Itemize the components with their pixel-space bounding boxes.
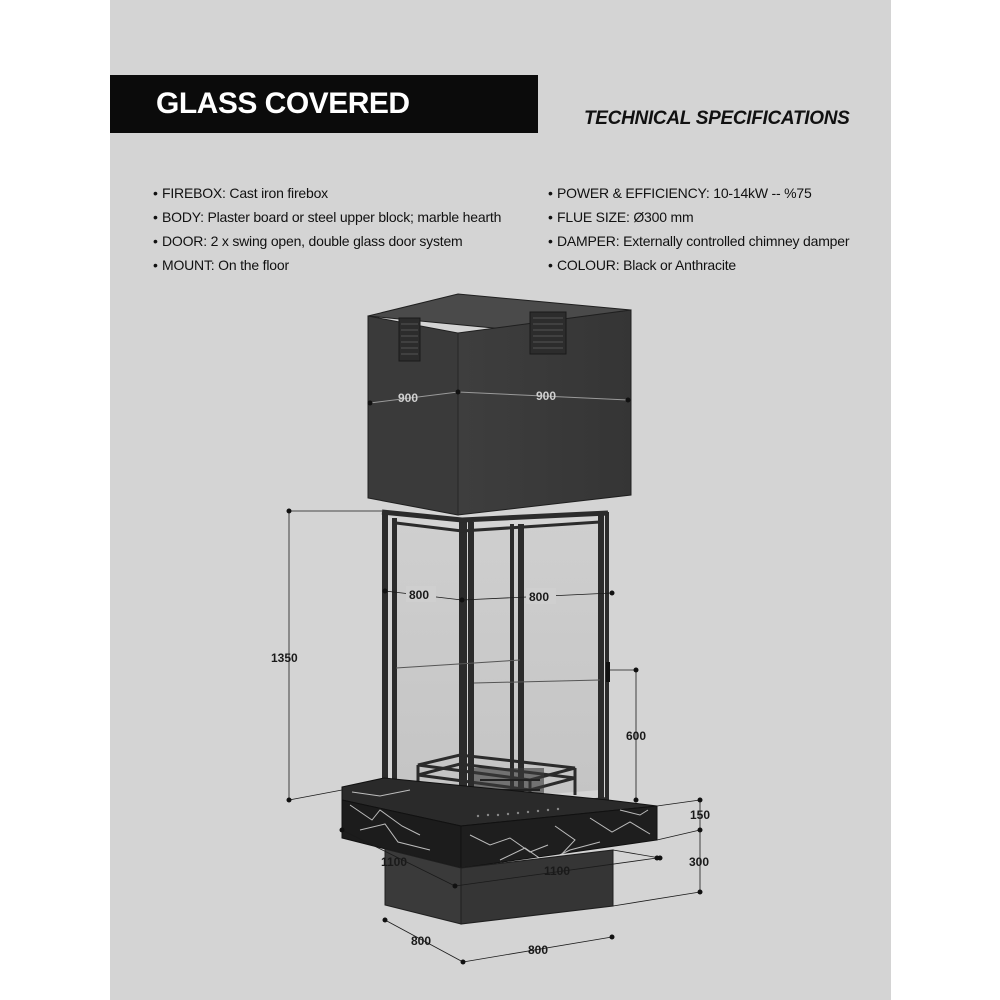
dim-glass-left: 800 <box>409 588 429 602</box>
vent-grille-icon <box>529 311 567 355</box>
dimension-points <box>286 508 703 965</box>
bullet-icon: • <box>548 257 553 273</box>
bullet-icon: • <box>548 233 553 249</box>
bullet-icon: • <box>548 185 553 201</box>
page-title: GLASS COVERED <box>156 87 410 120</box>
dim-hearth-thickness: 150 <box>690 808 710 822</box>
dim-base-right: 800 <box>528 943 548 957</box>
spec-damper: •DAMPER: Externally controlled chimney d… <box>548 229 850 253</box>
bullet-icon: • <box>153 185 158 201</box>
bullet-icon: • <box>153 209 158 225</box>
dim-base-height: 300 <box>689 855 709 869</box>
base-plinth <box>384 848 614 925</box>
dim-hood-left: 900 <box>398 391 418 405</box>
spec-text: MOUNT: On the floor <box>162 257 289 273</box>
title-bar: GLASS COVERED <box>110 75 538 133</box>
spec-heading: TECHNICAL SPECIFICATIONS <box>584 108 850 129</box>
dim-hood-right: 900 <box>536 389 556 403</box>
dim-hearth-right: 1100 <box>544 864 570 878</box>
spec-text: COLOUR: Black or Anthracite <box>557 257 736 273</box>
spec-text: DAMPER: Externally controlled chimney da… <box>557 233 850 249</box>
spec-firebox: •FIREBOX: Cast iron firebox <box>153 181 501 205</box>
spec-colour: •COLOUR: Black or Anthracite <box>548 253 849 277</box>
dimension-lines <box>288 510 701 963</box>
bullet-icon: • <box>548 209 553 225</box>
spec-door: •DOOR: 2 x swing open, double glass door… <box>153 229 501 253</box>
dim-base-left: 800 <box>411 934 431 948</box>
spec-mount: •MOUNT: On the floor <box>153 253 501 277</box>
spec-list-left: •FIREBOX: Cast iron firebox •BODY: Plast… <box>153 181 501 277</box>
hearth-studs <box>476 807 560 818</box>
spec-flue: •FLUE SIZE: Ø300 mm <box>548 205 849 229</box>
spec-body: •BODY: Plaster board or steel upper bloc… <box>153 205 501 229</box>
spec-text: BODY: Plaster board or steel upper block… <box>162 209 502 225</box>
dim-total-height: 1350 <box>271 651 298 665</box>
upper-hood: 900 900 <box>367 293 632 516</box>
spec-text: FLUE SIZE: Ø300 mm <box>557 209 694 225</box>
glass-firebox: 800 800 <box>381 509 615 816</box>
spec-text: FIREBOX: Cast iron firebox <box>162 185 328 201</box>
spec-power: •POWER & EFFICIENCY: 10-14kW -- %75 <box>548 181 849 205</box>
spec-text: DOOR: 2 x swing open, double glass door … <box>162 233 463 249</box>
dim-firebox-height: 600 <box>626 729 646 743</box>
dim-hearth-left: 1100 <box>381 855 407 869</box>
bullet-icon: • <box>153 233 158 249</box>
vent-grille-icon <box>398 317 421 362</box>
spec-list-right: •POWER & EFFICIENCY: 10-14kW -- %75 •FLU… <box>548 181 850 277</box>
spec-text: POWER & EFFICIENCY: 10-14kW -- %75 <box>557 185 812 201</box>
dim-glass-right: 800 <box>529 590 549 604</box>
bullet-icon: • <box>153 257 158 273</box>
